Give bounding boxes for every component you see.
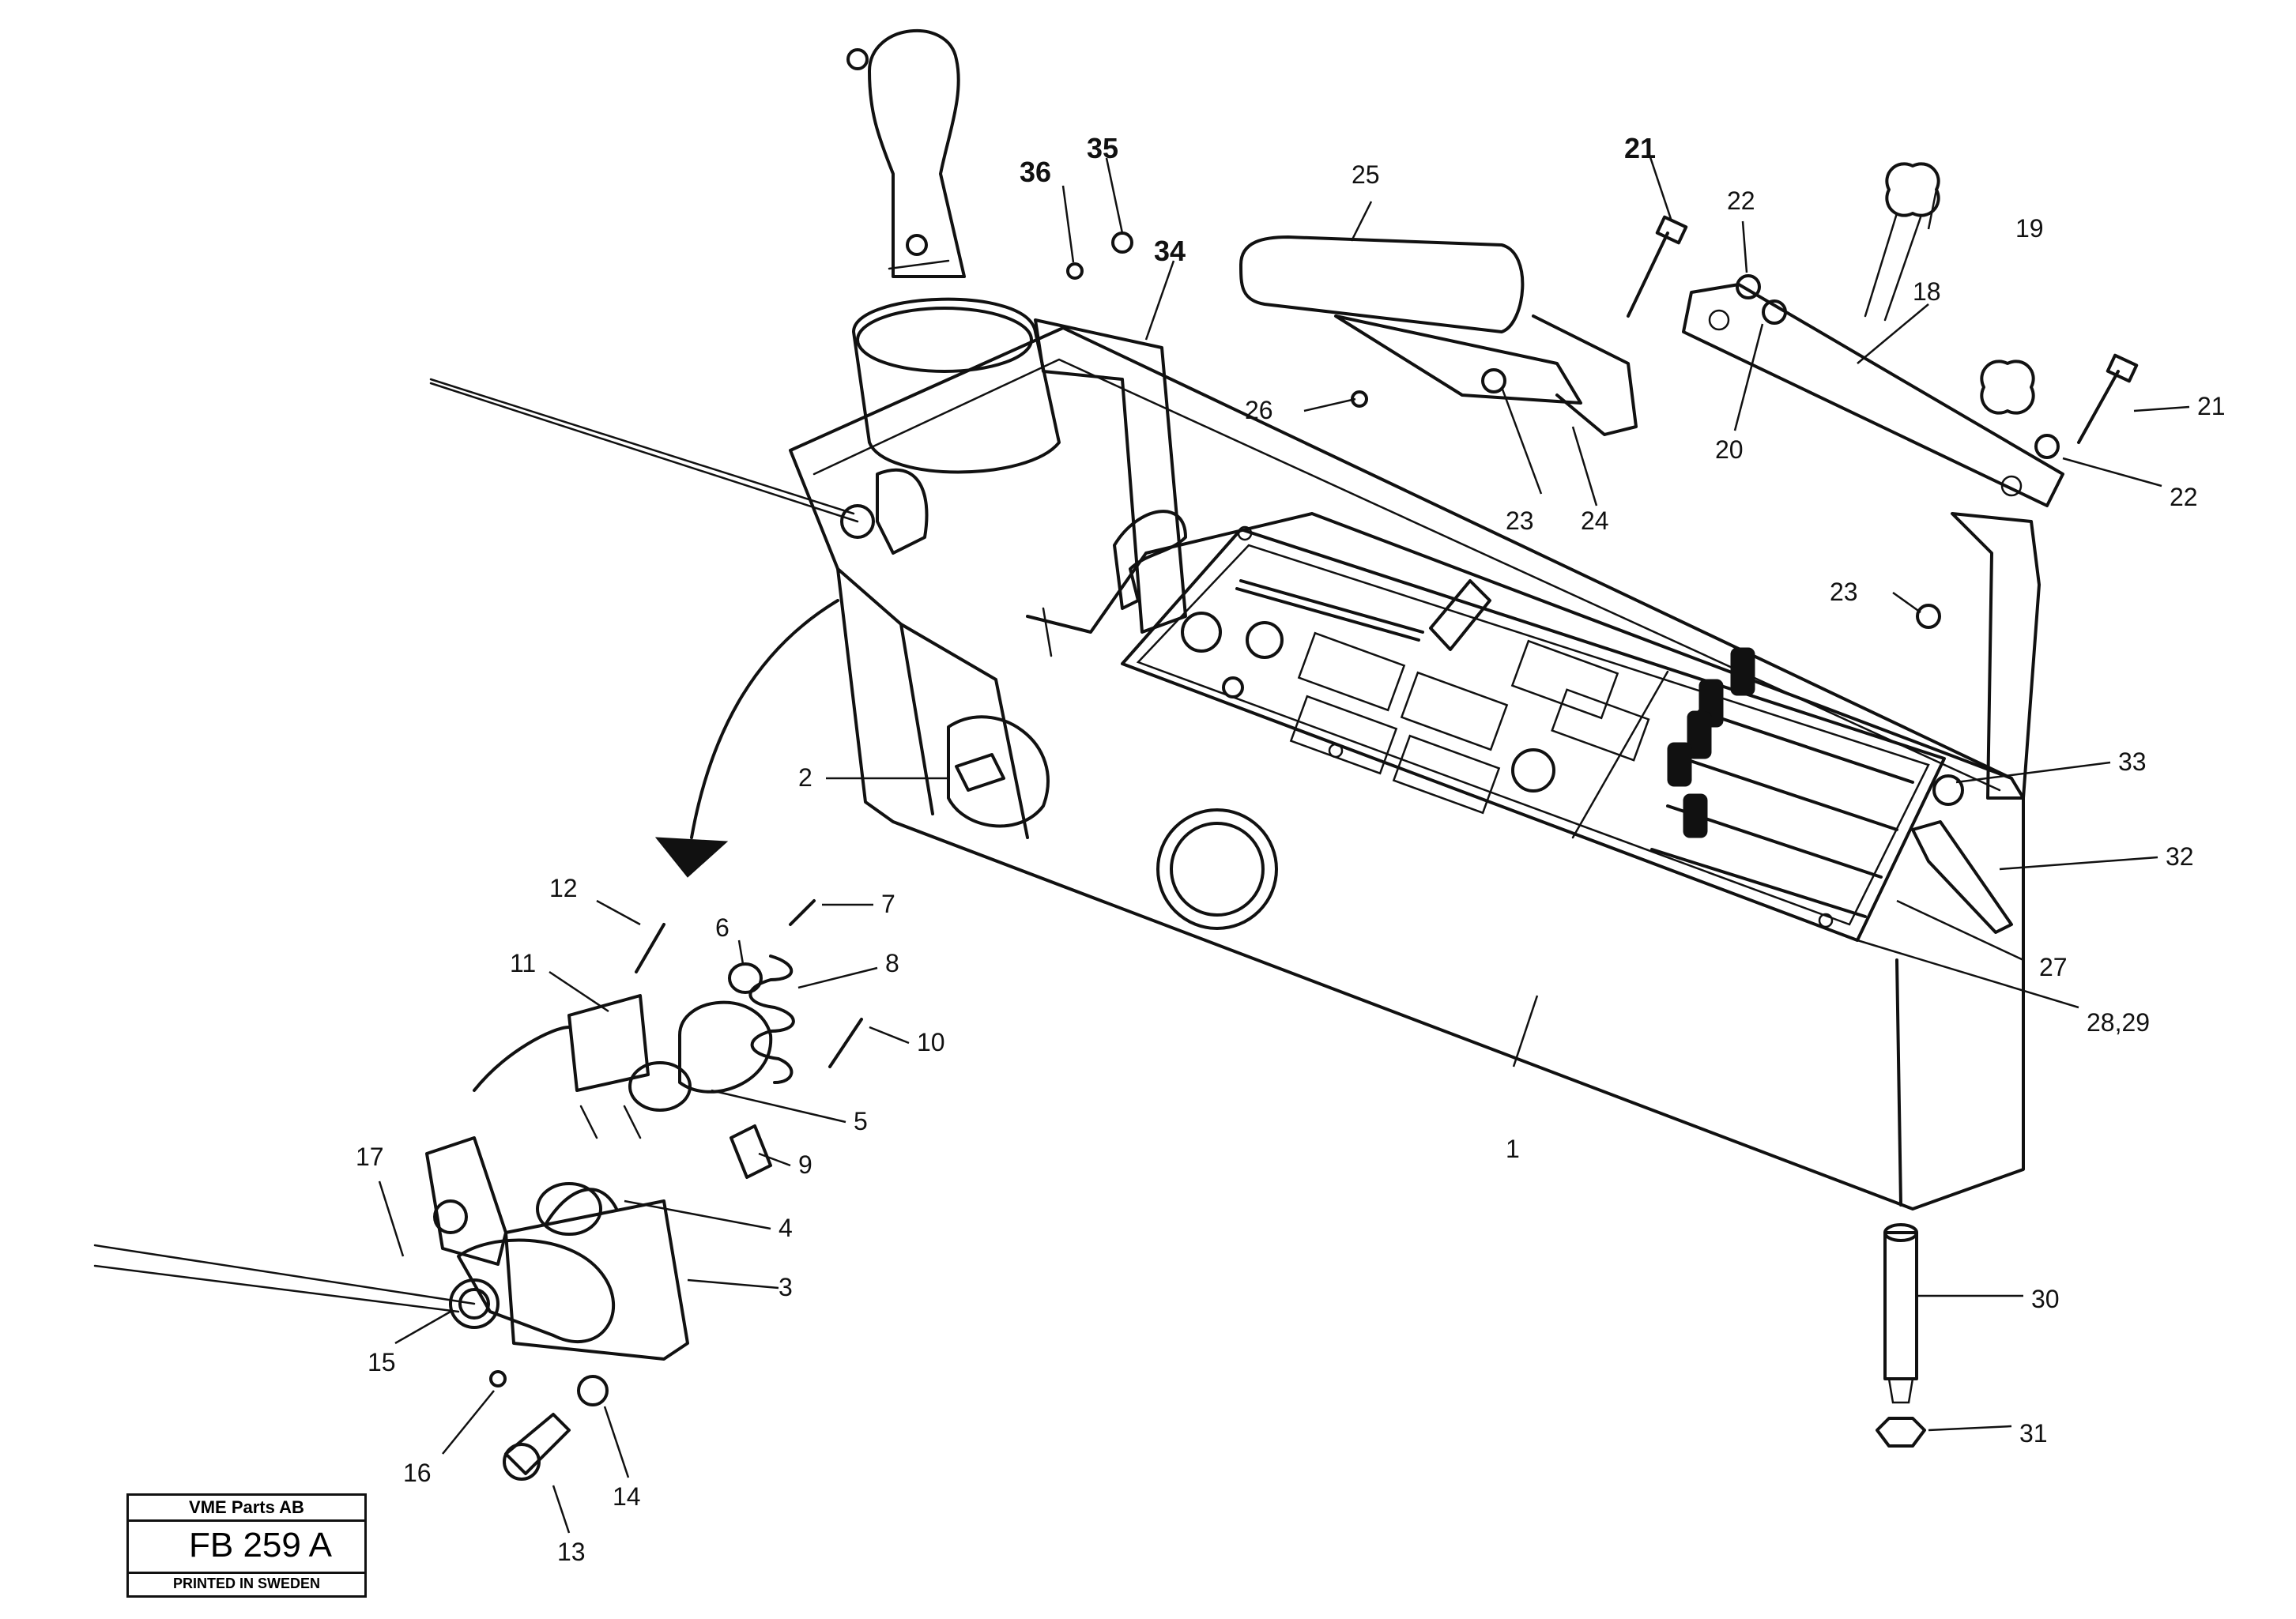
- callout-36: 36: [1020, 156, 1051, 188]
- title-block: VME Parts AB FB 259 A PRINTED IN SWEDEN: [126, 1493, 367, 1598]
- gear-lever-assembly: [846, 28, 1061, 474]
- callout-11: 11: [510, 949, 536, 977]
- callout-25: 25: [1352, 160, 1380, 189]
- bolt-21-right: [2077, 370, 2120, 444]
- callout-27: 27: [2039, 953, 2068, 981]
- callout-12: 12: [549, 874, 578, 902]
- callout-23-right: 23: [1830, 578, 1858, 606]
- callout-28-29: 28,29: [2087, 1008, 2150, 1037]
- title-block-footer: PRINTED IN SWEDEN: [172, 1575, 320, 1591]
- nut-33: [1932, 774, 1964, 806]
- nut-23-right: [1916, 604, 1941, 629]
- callout-33: 33: [2118, 747, 2147, 776]
- bracket-34: [1034, 318, 1187, 634]
- washer-22-top: [1736, 274, 1761, 299]
- washer-20: [1762, 299, 1787, 325]
- armrest-25: [1239, 235, 1638, 436]
- callout-21-right: 21: [2197, 392, 2226, 420]
- cable-17: [93, 1244, 476, 1305]
- control-console-housing: [789, 326, 2025, 1210]
- bracket-18: [1682, 283, 2064, 800]
- callout-labels: 1 2 3 4 5 6 7 8 9 10 11 12 13 14 15 16 1…: [356, 132, 2226, 1566]
- callout-4: 4: [779, 1214, 793, 1242]
- lever-32: [1911, 820, 2013, 934]
- screw-10: [828, 1018, 863, 1068]
- leader-lines: [378, 149, 2190, 1534]
- bolt-13: [504, 1413, 571, 1475]
- callout-19: 19: [2015, 214, 2044, 243]
- screw-12: [635, 923, 665, 973]
- callout-17: 17: [356, 1143, 384, 1171]
- callout-21-top: 21: [1624, 132, 1656, 164]
- callout-6: 6: [715, 913, 730, 942]
- throttle-cable: [429, 382, 859, 523]
- callout-22-right: 22: [2170, 483, 2198, 511]
- callout-32: 32: [2166, 842, 2194, 871]
- kickdown-switch-assembly: [425, 994, 773, 1361]
- washer-36: [1066, 262, 1084, 280]
- callout-31: 31: [2019, 1419, 2048, 1448]
- nut-35: [1111, 232, 1133, 254]
- fuel-cap: [947, 715, 1050, 828]
- callout-1: 1: [1506, 1135, 1520, 1163]
- callout-20: 20: [1715, 435, 1744, 464]
- pin-6: [728, 962, 763, 994]
- screw-16: [489, 1370, 507, 1387]
- callout-2: 2: [798, 763, 812, 792]
- lock-lever: [1113, 510, 1187, 610]
- callout-5: 5: [854, 1107, 868, 1135]
- title-block-code: FB 259 A: [129, 1519, 364, 1574]
- callout-15: 15: [368, 1348, 396, 1376]
- callout-30: 30: [2031, 1285, 2060, 1313]
- nut-31: [1876, 1417, 1926, 1448]
- washer-22-right: [2034, 434, 2060, 459]
- arrowhead: [654, 837, 729, 878]
- callout-8: 8: [885, 949, 899, 977]
- title-block-company: VME Parts AB: [129, 1496, 364, 1522]
- knob-bracket: [1980, 360, 2035, 415]
- callout-7: 7: [881, 890, 895, 918]
- callout-18: 18: [1913, 277, 1941, 306]
- callout-13: 13: [557, 1538, 586, 1566]
- callout-35: 35: [1087, 132, 1118, 164]
- callout-16: 16: [403, 1459, 432, 1487]
- nut-14: [577, 1375, 609, 1406]
- spring-8: [748, 954, 795, 1084]
- bolt-21-top: [1627, 232, 1669, 318]
- callout-9: 9: [798, 1150, 812, 1179]
- nut-23-top: [1481, 368, 1506, 393]
- screw-7: [789, 899, 816, 926]
- callout-14: 14: [613, 1482, 641, 1511]
- callout-22-top: 22: [1727, 186, 1755, 215]
- throttle-knob-assembly: [840, 468, 929, 555]
- callout-3: 3: [779, 1273, 793, 1301]
- sleeve-9: [730, 1124, 772, 1179]
- callout-34: 34: [1154, 235, 1186, 267]
- callout-10: 10: [917, 1028, 945, 1056]
- callout-24: 24: [1581, 506, 1609, 535]
- callout-26: 26: [1245, 396, 1273, 424]
- detail-arrow: [690, 599, 839, 839]
- spacer-30: [1883, 1223, 1918, 1404]
- callout-23-top: 23: [1506, 506, 1534, 535]
